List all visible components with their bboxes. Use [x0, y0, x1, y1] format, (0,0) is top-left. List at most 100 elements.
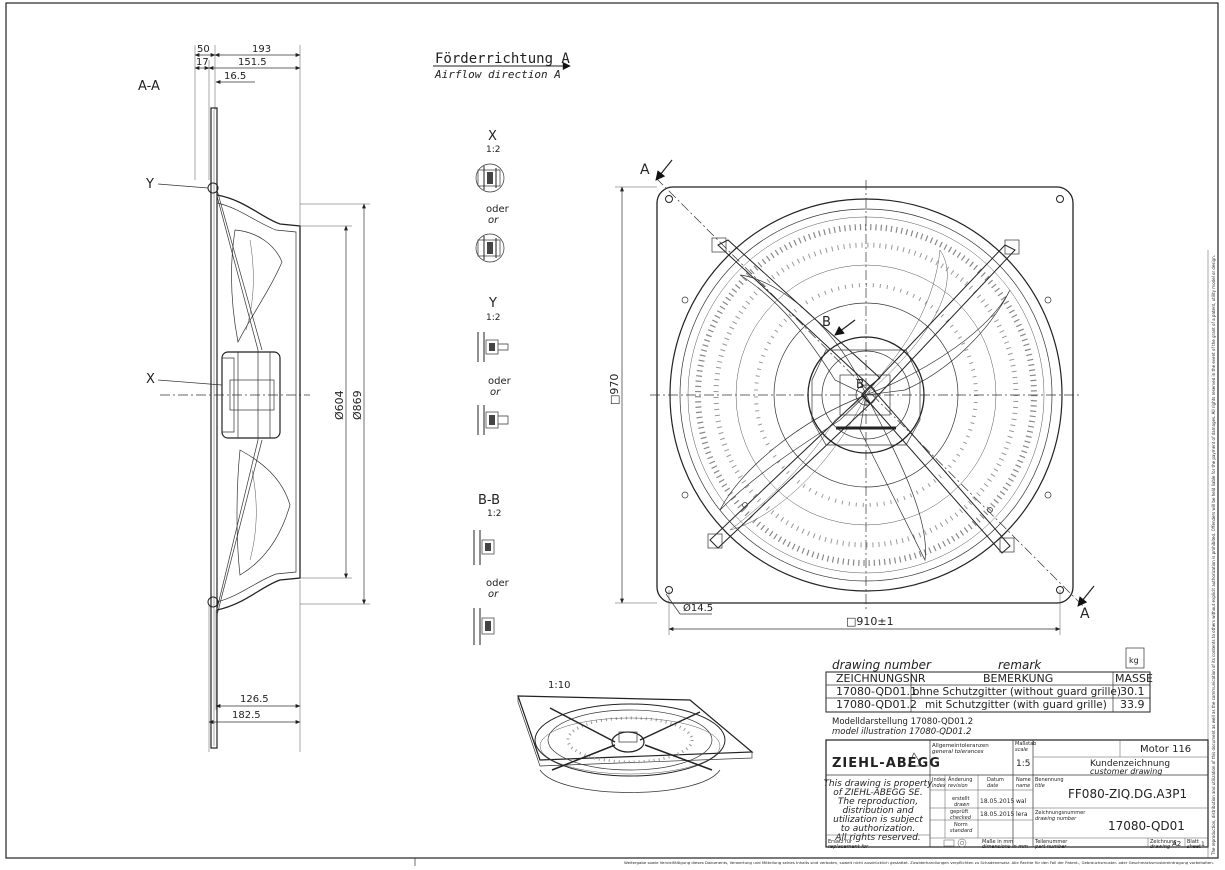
callout-y: Y	[145, 177, 154, 192]
drawn-en: drawn	[954, 802, 970, 808]
units-en: dimensions in mm	[982, 844, 1028, 850]
rev-en: revision	[948, 783, 968, 789]
head-en-number: drawing number	[832, 658, 932, 672]
drawn-date: 18.05.2015	[980, 798, 1015, 805]
check-date: 18.05.2015	[980, 811, 1015, 818]
property-line: distribution and	[842, 806, 913, 816]
detail-views: X 1:2 oder or Y 1:2 oder or	[473, 129, 512, 645]
dim-193: 193	[252, 44, 271, 55]
property-line: utilization is subject	[833, 815, 923, 825]
dim-182-5: 182.5	[232, 710, 261, 721]
motor-label: Motor 116	[1140, 744, 1191, 755]
front-view: A A B B □970 □910±1 Ø14.5	[608, 159, 1095, 635]
tol-de: Allgemeintoleranzen	[932, 743, 989, 749]
drawn-name: wal	[1016, 798, 1027, 805]
detail-bb-variant-1	[473, 530, 495, 565]
dim-hole-pitch: □910±1	[846, 615, 894, 628]
check-de: geprüft	[950, 809, 968, 815]
part-en: part number	[1034, 844, 1067, 850]
index-en: index	[932, 783, 946, 789]
detail-y-oder: oder	[488, 376, 512, 387]
date-en: date	[987, 783, 998, 789]
dim-dia-869: Ø869	[351, 390, 364, 420]
std-de: Norm	[954, 822, 968, 828]
title-block: ZIEHL-ABEGG Allgemeintoleranzen general …	[823, 739, 1209, 850]
dim-hole-dia: Ø14.5	[683, 602, 713, 614]
index-de: Index	[932, 777, 946, 783]
airflow-direction-note: Förderrichtung A Airflow direction A	[433, 51, 571, 81]
dim-dia-604: Ø604	[333, 390, 346, 420]
detail-bb-label: B-B	[478, 493, 500, 508]
detail-bb-oder: oder	[486, 578, 510, 589]
detail-x-variant-2	[475, 233, 505, 263]
section-label: A-A	[138, 79, 160, 94]
property-line: The reproduction,	[838, 797, 918, 807]
head-en-remark: remark	[998, 658, 1042, 672]
property-line: to authorization.	[841, 824, 915, 834]
projection-symbol-icon	[943, 838, 967, 848]
scale-value: 1:5	[1016, 759, 1030, 769]
property-line: This drawing is property	[823, 779, 933, 789]
head-de-remark: BEMERKUNG	[983, 672, 1053, 685]
cut-a-top: A	[640, 162, 650, 178]
detail-x-or: or	[488, 215, 499, 226]
isometric-view: 1:10	[517, 680, 754, 793]
sheet-value: 1	[1201, 841, 1205, 848]
cut-a-bottom: A	[1080, 606, 1090, 622]
dwgno-de: Zeichnungsnummer	[1035, 810, 1086, 816]
row-2-remark: mit Schutzgitter (with guard grille)	[925, 699, 1107, 711]
size-value: A2	[1172, 840, 1181, 848]
sheet-frame	[5, 2, 1219, 859]
callout-x: X	[146, 372, 155, 387]
repl-de: Ersatz für	[828, 839, 853, 845]
dim-square-970: □970	[608, 374, 621, 405]
desig-en: title	[1035, 783, 1045, 789]
dim-126-5: 126.5	[240, 694, 269, 705]
scale-en: scale	[1015, 747, 1028, 753]
drawing-number-value: 17080-QD01	[1108, 819, 1185, 833]
check-name: lera	[1016, 811, 1028, 818]
detail-x-variant-1	[475, 163, 505, 193]
section-view-aa: A-A 50 193 17 151.5 16.5	[138, 44, 370, 752]
head-de-number: ZEICHNUNGSNR	[836, 672, 926, 685]
row-1-remark: ohne Schutzgitter (without guard grille)	[913, 686, 1121, 698]
detail-y-scale: 1:2	[486, 313, 500, 323]
property-line: All rights reserved.	[834, 833, 920, 843]
detail-x-oder: oder	[486, 204, 510, 215]
std-en: standard	[950, 828, 973, 834]
name-de: Name	[1016, 777, 1031, 783]
row-1-mass: 30.1	[1120, 685, 1145, 698]
designation-value: FF080-ZIQ.DG.A3P1	[1068, 787, 1187, 801]
check-en: checked	[950, 815, 972, 821]
detail-y-variant-1	[477, 332, 509, 362]
property-notice: This drawing is property of ZIEHL-ABEGG …	[823, 779, 933, 843]
repl-en: replacement for	[828, 844, 869, 850]
cut-b-top: B	[822, 315, 831, 330]
name-en: name	[1016, 783, 1030, 789]
detail-bb-or: or	[488, 589, 499, 600]
row-2-mass: 33.9	[1120, 698, 1145, 711]
airflow-en: Airflow direction A	[434, 68, 561, 81]
desig-de: Benennung	[1035, 777, 1064, 783]
size-de: Zeichnung	[1150, 839, 1177, 845]
dim-16-5: 16.5	[224, 71, 246, 82]
detail-x-label: X	[488, 129, 497, 144]
size-en: drawing	[1150, 844, 1170, 850]
dwgno-en: drawing number	[1035, 816, 1077, 822]
drawn-de: erstellt	[952, 796, 970, 802]
date-de: Datum	[987, 777, 1004, 783]
dim-17: 17	[196, 57, 209, 68]
airflow-de: Förderrichtung A	[435, 51, 570, 67]
property-line: of ZIEHL-ABEGG SE.	[833, 788, 922, 798]
sheet-en: sheet	[1187, 844, 1202, 850]
rev-de: Änderung	[948, 776, 972, 783]
tol-en: general tolerances	[932, 749, 984, 755]
scale-de: Maßstab	[1015, 741, 1036, 747]
ziehl-abegg-logo: ZIEHL-ABEGG	[832, 756, 941, 771]
row-2-number: 17080-QD01.2	[836, 698, 917, 711]
model-note-en: model illustration 17080-QD01.2	[832, 727, 971, 737]
model-note-de: Modelldarstellung 17080-QD01.2	[832, 717, 973, 727]
dim-50: 50	[197, 44, 210, 55]
footer-copyright-note: Weitergabe sowie Vervielfältigung dieses…	[624, 861, 1214, 865]
detail-y-or: or	[490, 387, 501, 398]
